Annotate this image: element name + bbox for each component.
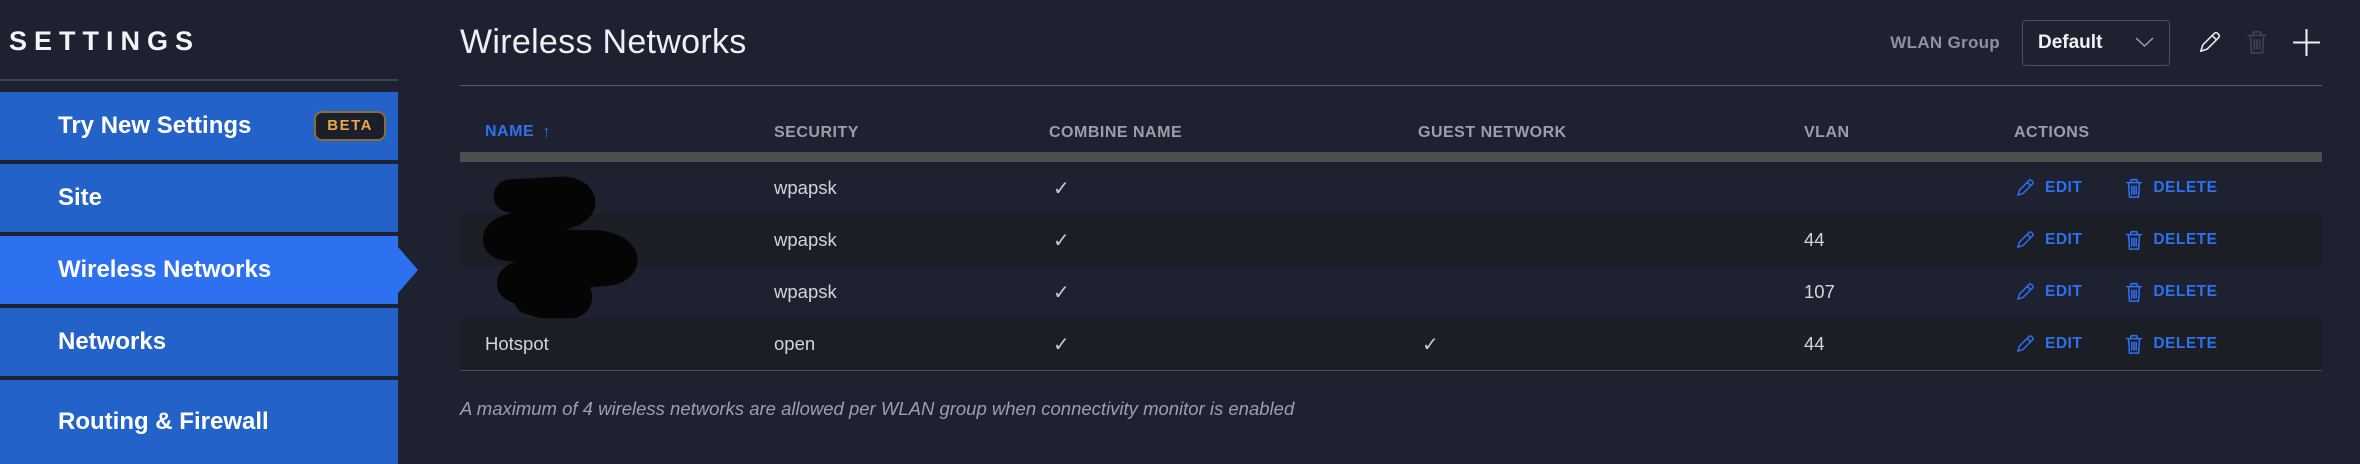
table-row: wpapsk ✓ 44 EDIT DELETE [460,214,2322,266]
pencil-icon [2014,333,2036,355]
plus-icon [2291,27,2322,58]
cell-security: wpapsk [774,229,837,250]
cell-vlan: 107 [1804,281,1835,302]
cell-name: Hotspot [485,333,549,354]
sidebar-item-site[interactable]: Site [0,164,398,232]
wlan-limit-note: A maximum of 4 wireless networks are all… [460,398,1295,419]
column-header-combine-name[interactable]: COMBINE NAME [1049,124,1183,141]
column-header-vlan[interactable]: VLAN [1804,124,1850,141]
active-item-arrow [398,247,418,293]
table-header-row: NAME ↑ SECURITY COMBINE NAME GUEST NETWO… [460,86,2322,152]
cell-security: wpapsk [774,177,837,198]
beta-badge: BETA [314,111,386,141]
edit-wlan-group-button[interactable] [2196,29,2223,56]
table-header-bar [460,152,2322,162]
table-row: wpapsk ✓ EDIT DELETE [460,162,2322,214]
header-controls: WLAN Group Default [1890,19,2322,66]
wlan-group-value: Default [2038,31,2103,53]
guest-network-check: ✓ [1422,333,1439,356]
table-bottom-divider [460,370,2322,371]
combine-name-check: ✓ [1053,229,1070,252]
settings-nav: Try New Settings BETA Site Wireless Netw… [0,92,418,464]
sidebar-item-try-new-settings[interactable]: Try New Settings BETA [0,92,398,160]
column-header-name[interactable]: NAME ↑ [485,122,552,141]
sort-ascending-icon: ↑ [542,122,552,141]
column-header-security[interactable]: SECURITY [774,124,859,141]
cell-actions: EDIT DELETE [2014,229,2322,252]
pencil-icon [2196,29,2223,56]
cell-vlan: 44 [1804,333,1825,354]
chevron-down-icon [2135,37,2154,48]
add-wireless-network-button[interactable] [2291,27,2322,58]
edit-button[interactable]: EDIT [2014,229,2082,251]
pencil-icon [2014,281,2036,303]
table-row: Hotspot open ✓ ✓ 44 EDIT DELETE [460,318,2322,370]
column-header-guest-network[interactable]: GUEST NETWORK [1418,124,1567,141]
cell-security: open [774,333,816,354]
combine-name-check: ✓ [1053,281,1070,304]
sidebar-item-wireless-networks[interactable]: Wireless Networks [0,236,418,304]
delete-button[interactable]: DELETE [2124,229,2217,252]
delete-button[interactable]: DELETE [2124,281,2217,304]
main-header: Wireless Networks WLAN Group Default [460,0,2322,86]
delete-wlan-group-button[interactable] [2245,29,2269,56]
pencil-icon [2014,229,2036,251]
sidebar-item-label: Site [58,184,103,211]
wlan-group-dropdown[interactable]: Default [2022,19,2170,66]
cell-vlan: 44 [1804,229,1825,250]
cell-actions: EDIT DELETE [2014,281,2322,304]
edit-button[interactable]: EDIT [2014,333,2082,355]
cell-actions: EDIT DELETE [2014,333,2322,356]
settings-sidebar: SETTINGS Try New Settings BETA Site Wire… [0,0,418,464]
combine-name-check: ✓ [1053,333,1070,356]
column-header-actions: ACTIONS [2014,124,2090,141]
trash-icon [2124,333,2144,356]
edit-button[interactable]: EDIT [2014,177,2082,199]
wlan-group-label: WLAN Group [1890,32,2000,52]
sidebar-item-label: Wireless Networks [58,256,272,283]
edit-button[interactable]: EDIT [2014,281,2082,303]
pencil-icon [2014,177,2036,199]
trash-icon [2124,177,2144,200]
cell-security: wpapsk [774,281,837,302]
table-row: wpapsk ✓ 107 EDIT DELETE [460,266,2322,318]
trash-icon [2245,29,2269,56]
main-panel: Wireless Networks WLAN Group Default [398,0,2360,464]
sidebar-item-label: Routing & Firewall [58,408,269,435]
sidebar-item-label: Try New Settings [58,112,252,139]
sidebar-item-routing-firewall[interactable]: Routing & Firewall [0,380,398,464]
sidebar-divider [0,79,398,81]
wireless-networks-table: NAME ↑ SECURITY COMBINE NAME GUEST NETWO… [460,86,2322,371]
sidebar-item-label: Networks [58,328,167,355]
cell-actions: EDIT DELETE [2014,177,2322,200]
trash-icon [2124,229,2144,252]
delete-button[interactable]: DELETE [2124,177,2217,200]
sidebar-title: SETTINGS [9,26,201,56]
combine-name-check: ✓ [1053,177,1070,200]
page-title: Wireless Networks [460,23,747,61]
delete-button[interactable]: DELETE [2124,333,2217,356]
sidebar-item-networks[interactable]: Networks [0,308,398,376]
trash-icon [2124,281,2144,304]
